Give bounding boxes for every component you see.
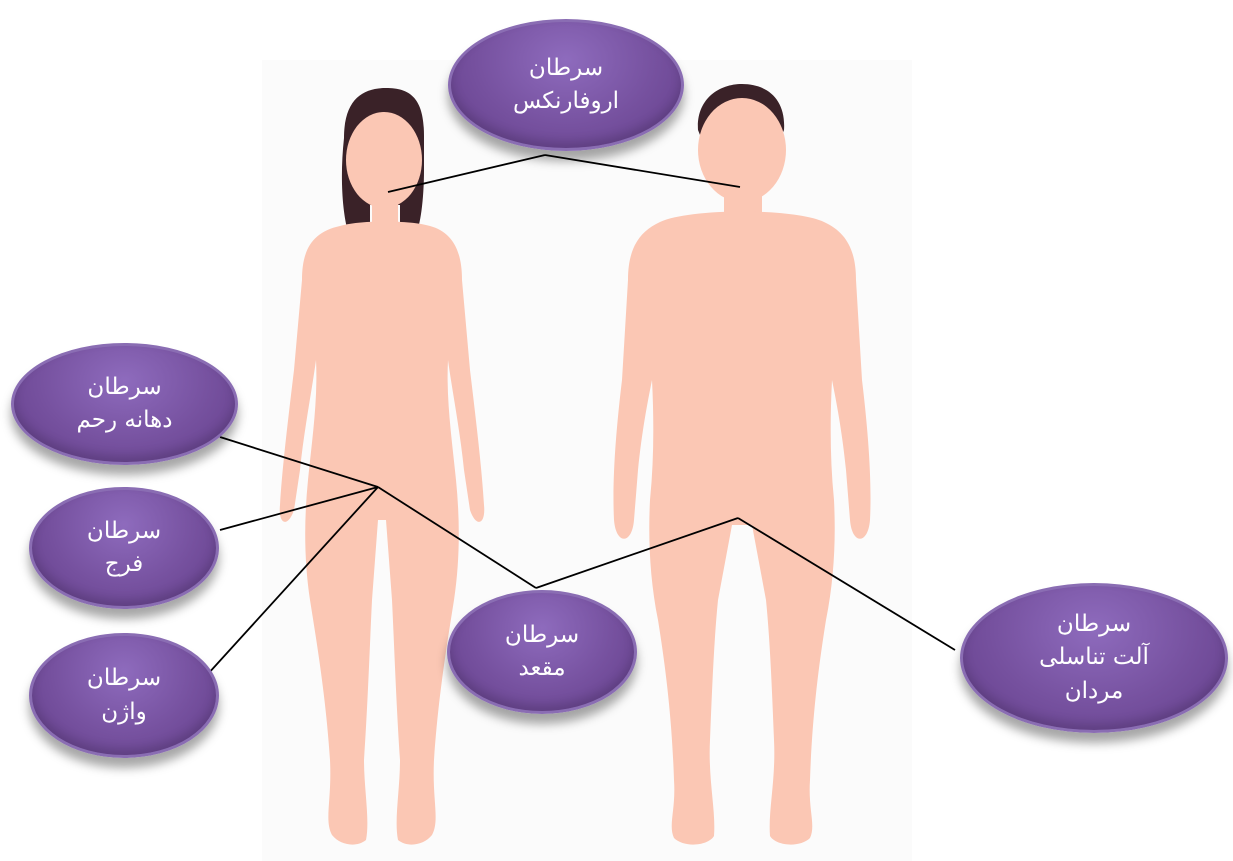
- label-line: سرطان: [1057, 608, 1131, 641]
- label-line: سرطان: [87, 371, 161, 404]
- label-line: مقعد: [518, 652, 565, 685]
- label-line: فرج: [105, 548, 144, 581]
- label-line: واژن: [101, 696, 147, 729]
- label-cervical-cancer: سرطان دهانه رحم: [11, 343, 238, 465]
- female-body: [280, 112, 485, 845]
- label-line: دهانه رحم: [76, 404, 172, 437]
- label-line: آلت تناسلی: [1039, 641, 1149, 674]
- label-line: سرطان: [87, 515, 161, 548]
- label-line: سرطان: [505, 619, 579, 652]
- label-penile-cancer: سرطان آلت تناسلی مردان: [960, 583, 1228, 733]
- label-oropharynx-cancer: سرطان اروفارنکس: [448, 19, 684, 151]
- male-figure: [613, 84, 870, 845]
- label-vulvar-cancer: سرطان فرج: [29, 487, 219, 609]
- label-line: مردان: [1065, 675, 1124, 708]
- label-line: اروفارنکس: [513, 85, 619, 118]
- label-vaginal-cancer: سرطان واژن: [29, 633, 219, 758]
- label-line: سرطان: [529, 52, 603, 85]
- label-line: سرطان: [87, 662, 161, 695]
- male-body: [613, 98, 870, 845]
- label-anal-cancer: سرطان مقعد: [447, 590, 637, 714]
